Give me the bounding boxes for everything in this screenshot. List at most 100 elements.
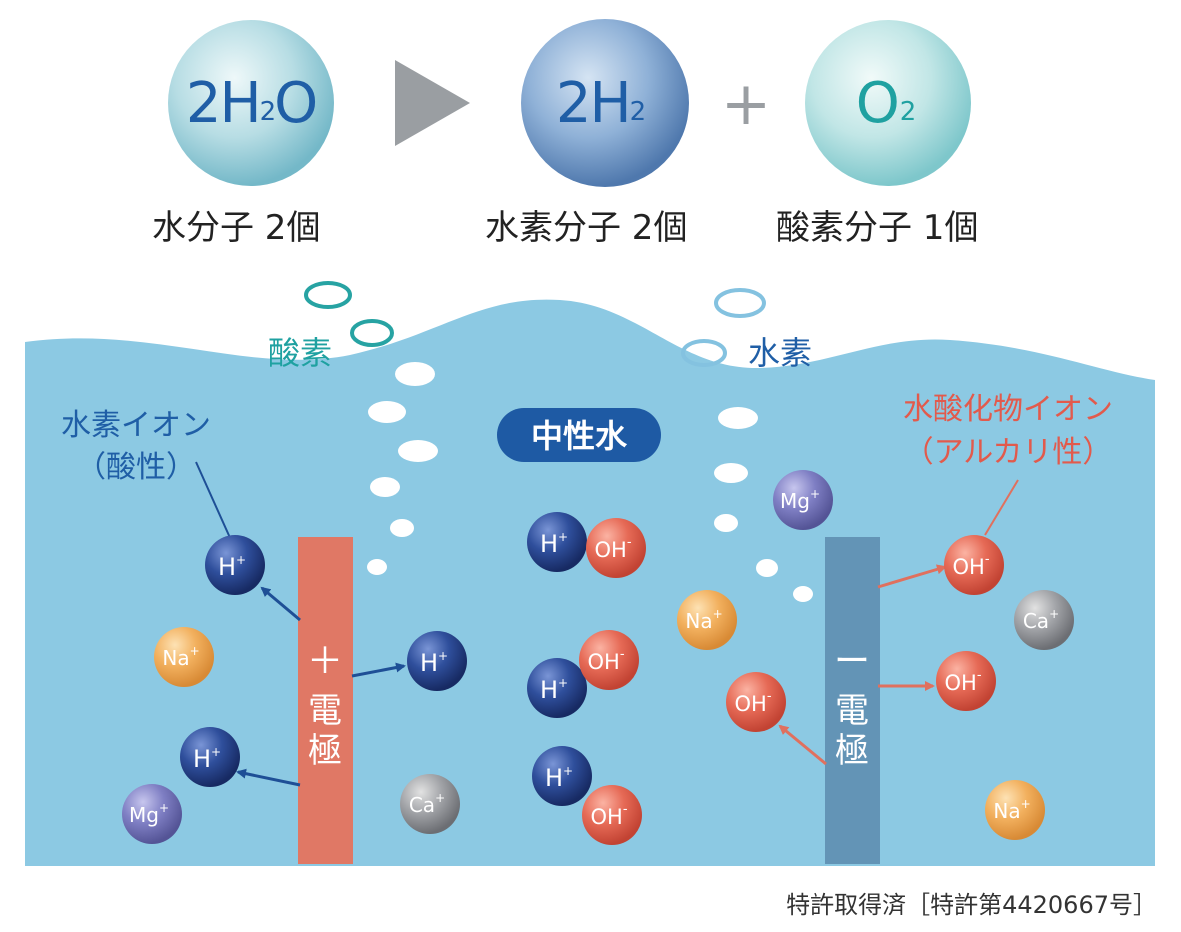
ion-symbol: Na — [685, 609, 712, 633]
svg-text:OH-: OH- — [944, 668, 981, 695]
svg-text:OH-: OH- — [952, 552, 989, 579]
ion-symbol: H — [193, 745, 211, 773]
ion-symbol: OH — [594, 538, 626, 562]
svg-text:Na+: Na+ — [685, 607, 722, 633]
oxygen-molecule-sphere — [805, 20, 971, 186]
hydrogen-molecule-sphere — [521, 19, 689, 187]
patent-notice: 特許取得済［特許第4420667号］ — [786, 891, 1157, 919]
ion-symbol: Mg — [780, 489, 810, 513]
ion-charge: + — [211, 745, 221, 759]
ion-symbol: H — [540, 530, 558, 558]
water-formula-main: 2H — [186, 71, 260, 136]
hydrogen-bubble-ring — [714, 288, 766, 318]
ion-symbol: Mg — [129, 803, 159, 827]
bubble — [756, 559, 778, 577]
bubble — [793, 586, 813, 602]
svg-text:H+: H+ — [540, 676, 568, 704]
arrow-to-hydroxide-ion — [778, 724, 827, 766]
water-molecule-caption: 水分子 2個 — [152, 208, 321, 248]
oxygen-formula-sub: 2 — [900, 97, 917, 127]
bubble — [714, 514, 738, 532]
hydrogen-ion-acid-label: （酸性） — [76, 450, 196, 485]
water-formula-tail: O — [274, 71, 316, 136]
hydroxide-ion: OH- — [582, 785, 642, 845]
oxygen-molecule-caption: 酸素分子 1個 — [776, 208, 979, 248]
svg-text:H+: H+ — [420, 649, 448, 677]
magnesium-ion: Mg+ — [122, 784, 182, 844]
hydroxide-ion-label: 水酸化物イオン — [903, 392, 1113, 427]
water-formula: 2H2O — [186, 71, 316, 136]
plus-electrode-char: 電 — [308, 691, 342, 731]
arrow-to-hydrogen-ion — [260, 586, 301, 622]
minus-electrode-sign: ー — [834, 641, 870, 682]
svg-text:H+: H+ — [540, 530, 568, 558]
svg-text:Ca+: Ca+ — [409, 791, 445, 817]
hydrogen-molecule-caption: 水素分子 2個 — [485, 208, 688, 248]
arrow-to-hydrogen-ion — [236, 768, 301, 787]
hydrogen-ion-label: 水素イオン — [61, 408, 211, 443]
ion-symbol: H — [420, 649, 438, 677]
svg-text:H+: H+ — [545, 764, 573, 792]
hydrogen-formula: 2H2 — [556, 71, 644, 136]
ion-charge: + — [190, 644, 200, 658]
ion-symbol: OH — [590, 805, 622, 829]
hydroxide-ion-leader-line — [984, 479, 1019, 536]
neutral-water-label: 中性水 — [531, 417, 628, 455]
ion-symbol: Na — [993, 799, 1020, 823]
ion-charge: + — [563, 764, 573, 778]
hydrogen-bubble-ring — [681, 339, 727, 367]
hydrogen-ion: H+ — [407, 631, 467, 691]
bubble — [368, 401, 406, 423]
hydrogen-ion: H+ — [532, 746, 592, 806]
svg-text:Na+: Na+ — [993, 797, 1030, 823]
hydroxide-ion: OH- — [579, 630, 639, 690]
oxygen-bubble-ring — [304, 281, 352, 309]
hydrogen-ion-leader-line — [195, 461, 232, 541]
oxygen-gas-label: 酸素 — [268, 334, 332, 372]
minus-electrode — [825, 537, 880, 864]
water-formula-sub: 2 — [260, 97, 275, 127]
hydrogen-ion: H+ — [527, 658, 587, 718]
ion-charge: + — [435, 791, 445, 805]
ion-charge: + — [1049, 607, 1059, 621]
ion-symbol: Ca — [1023, 609, 1049, 633]
svg-text:Ca+: Ca+ — [1023, 607, 1059, 633]
hydrogen-ion: H+ — [205, 535, 265, 595]
arrow-to-hydroxide-ion — [877, 564, 947, 589]
ion-symbol: Na — [162, 646, 189, 670]
sodium-ion: Na+ — [985, 780, 1045, 840]
hydrogen-formula-main: 2H — [556, 71, 630, 136]
arrow-to-hydrogen-ion — [351, 662, 406, 678]
sodium-ion: Na+ — [154, 627, 214, 687]
oxygen-formula-main: O — [856, 71, 900, 136]
ion-charge: - — [985, 552, 990, 567]
hydroxide-ion: OH- — [586, 518, 646, 578]
svg-text:OH-: OH- — [590, 802, 627, 829]
hydroxide-ion: OH- — [936, 651, 996, 711]
minus-electrode-char: 極 — [835, 731, 869, 771]
plus-electrode-char: 極 — [308, 731, 342, 771]
water-molecule-sphere — [168, 20, 334, 186]
magnesium-ion: Mg+ — [773, 470, 833, 530]
ion-charge: + — [810, 487, 820, 501]
svg-text:OH-: OH- — [594, 535, 631, 562]
ion-charge: + — [713, 607, 723, 621]
reaction-arrow-icon — [395, 60, 470, 146]
ion-symbol: OH — [944, 671, 976, 695]
svg-text:Na+: Na+ — [162, 644, 199, 670]
neutral-water-badge — [497, 408, 661, 462]
ion-symbol: H — [545, 764, 563, 792]
svg-text:OH-: OH- — [587, 647, 624, 674]
ion-symbol: OH — [734, 692, 766, 716]
svg-text:OH-: OH- — [734, 689, 771, 716]
bubble — [398, 440, 438, 462]
svg-text:Mg+: Mg+ — [780, 487, 820, 513]
ion-charge: - — [623, 802, 628, 817]
bubble — [367, 559, 387, 575]
calcium-ion: Ca+ — [1014, 590, 1074, 650]
svg-text:Mg+: Mg+ — [129, 801, 169, 827]
bubble — [370, 477, 400, 497]
ion-symbol: H — [540, 676, 558, 704]
bubble — [714, 463, 748, 483]
